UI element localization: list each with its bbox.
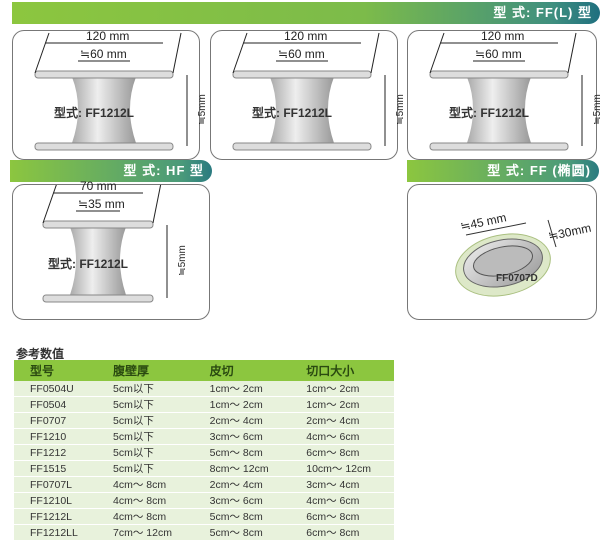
table-cell: FF0504 [14, 396, 98, 413]
table-cell: 6cm～ 8cm [290, 524, 394, 541]
spool-illustration [42, 185, 168, 303]
table-cell: FF1212LL [14, 524, 98, 541]
table-cell: 3cm～ 4cm [290, 476, 394, 493]
table-cell: 1cm～ 2cm [193, 381, 291, 397]
table-cell: 1cm～ 2cm [290, 381, 394, 397]
table-cell: 6cm～ 8cm [290, 444, 394, 461]
table-cell: FF1210 [14, 428, 98, 445]
table-cell: 5cm以下 [97, 396, 194, 413]
spool-model-label: 型式: FF1212L [54, 106, 135, 120]
column-header: 型号 [14, 360, 98, 381]
banner-hf: 型 式: HF 型 [10, 160, 212, 182]
table-cell: 5cm～ 8cm [193, 508, 291, 525]
table-cell: 4cm～ 8cm [97, 476, 194, 493]
table-cell: FF1515 [14, 460, 98, 477]
spool-model-label: 型式: FF1212L [48, 257, 129, 271]
spool-model-label: 型式: FF1212L [449, 106, 530, 120]
table-cell: 4cm～ 8cm [97, 492, 194, 509]
table-cell: 1cm～ 2cm [290, 396, 394, 413]
outer-width-label: 120 mm [86, 29, 130, 43]
outer-width-label: 120 mm [284, 29, 328, 43]
inner-width-label: ≒60 mm [278, 47, 325, 61]
spool-illustration [232, 32, 386, 151]
oval-spool-illustration [455, 219, 557, 297]
table-cell: FF0707L [14, 476, 98, 493]
spool-illustration [34, 32, 188, 151]
height-label: ≒5mm [394, 94, 406, 125]
table-cell: 7cm～ 12cm [97, 524, 194, 541]
table-cell: 4cm～ 6cm [290, 492, 394, 509]
table-cell: 5cm～ 8cm [193, 444, 291, 461]
height-label: ≒5mm [591, 94, 600, 125]
banner-ffl: 型 式: FF(L) 型 [12, 2, 600, 24]
table-cell: 3cm～ 6cm [193, 428, 291, 445]
panel-spool: 120 mm ≒60 mm ≒5mm 型式: FF1212L [12, 29, 208, 160]
outer-width-label: 70 mm [80, 179, 117, 193]
table-cell: 3cm～ 6cm [193, 492, 291, 509]
table-cell: FF0504U [14, 381, 98, 397]
column-header: 腹壁厚 [97, 360, 194, 381]
inner-width-label: ≒60 mm [80, 47, 127, 61]
panel-spool: 70 mm ≒35 mm ≒5mm 型式: FF1212L [12, 179, 210, 320]
table-cell: 5cm以下 [97, 381, 194, 397]
banner-ff-oval: 型 式: FF (椭圆) [407, 160, 599, 182]
table-cell: 8cm～ 12cm [193, 460, 291, 477]
table-cell: 2cm～ 4cm [290, 412, 394, 429]
inner-width-label: ≒60 mm [475, 47, 522, 61]
table-cell: 5cm以下 [97, 412, 194, 429]
table-cell: FF1212 [14, 444, 98, 461]
spool-illustration [429, 32, 583, 151]
table-title: 参考数值 [16, 347, 65, 361]
oval-model-label: FF0707D [496, 273, 538, 284]
panel-ff-oval: ≒45 mm ≒30mm FF0707D [407, 184, 597, 320]
table-cell: FF1210L [14, 492, 98, 509]
table-cell: 10cm～ 12cm [290, 460, 394, 477]
column-header: 皮切 [193, 360, 291, 381]
table-cell: 5cm以下 [97, 428, 194, 445]
height-label: ≒5mm [176, 245, 188, 276]
table-cell: 1cm～ 2cm [193, 396, 291, 413]
table-cell: FF0707 [14, 412, 98, 429]
outer-width-label: 120 mm [481, 29, 525, 43]
table-cell: 5cm以下 [97, 460, 194, 477]
table-cell: 5cm～ 8cm [193, 524, 291, 541]
panel-spool: 120 mm ≒60 mm ≒5mm 型式: FF1212L [407, 29, 600, 160]
table-cell: 6cm～ 8cm [290, 508, 394, 525]
table-cell: 2cm～ 4cm [193, 476, 291, 493]
table-cell: FF1212L [14, 508, 98, 525]
panel-spool: 120 mm ≒60 mm ≒5mm 型式: FF1212L [210, 29, 406, 160]
inner-width-label: ≒35 mm [78, 197, 125, 211]
table-cell: 4cm～ 6cm [290, 428, 394, 445]
spool-model-label: 型式: FF1212L [252, 106, 333, 120]
column-header: 切口大小 [290, 360, 394, 381]
table-cell: 2cm～ 4cm [193, 412, 291, 429]
height-label: ≒5mm [196, 94, 208, 125]
table-cell: 4cm～ 8cm [97, 508, 194, 525]
table-cell: 5cm以下 [97, 444, 194, 461]
